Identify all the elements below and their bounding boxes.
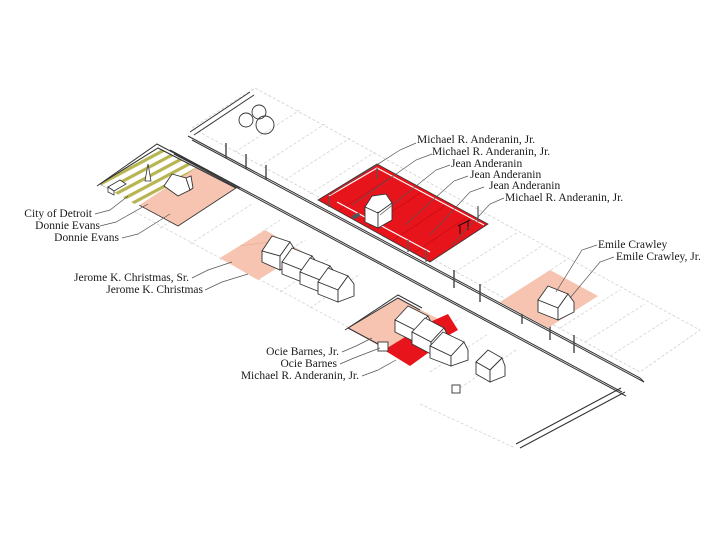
owner-label: Donnie Evans bbox=[35, 220, 100, 232]
owner-label: Jean Anderanin bbox=[470, 169, 541, 181]
crawley-labels: Emile Crawley Emile Crawley, Jr. bbox=[598, 239, 701, 263]
tree-canopy-icon bbox=[238, 104, 275, 135]
owner-label: Michael R. Anderanin, Jr. bbox=[241, 370, 359, 382]
playground-icon bbox=[457, 219, 471, 234]
center-block-labels: Michael R. Anderanin, Jr. Michael R. And… bbox=[417, 134, 623, 204]
owner-label: Michael R. Anderanin, Jr. bbox=[417, 134, 535, 146]
house-icon bbox=[163, 173, 194, 197]
left-corner-labels: City of Detroit Donnie Evans Donnie Evan… bbox=[24, 208, 119, 244]
christmas-parcels bbox=[220, 230, 355, 303]
upper-block bbox=[189, 87, 701, 373]
barnes-labels: Ocie Barnes, Jr. Ocie Barnes Michael R. … bbox=[241, 346, 359, 382]
evans-detroit-parcels bbox=[96, 143, 241, 227]
owner-label: Donnie Evans bbox=[54, 232, 119, 244]
leader-lines bbox=[94, 142, 615, 377]
owner-label: Jean Anderanin bbox=[451, 158, 522, 170]
house-icon bbox=[377, 305, 506, 394]
owner-label: Michael R. Anderanin, Jr. bbox=[432, 146, 550, 158]
house-icon bbox=[261, 235, 355, 303]
owner-label: Emile Crawley bbox=[598, 239, 668, 251]
owner-label: Jean Anderanin bbox=[489, 180, 560, 192]
main-road bbox=[169, 135, 645, 397]
owner-label: City of Detroit bbox=[24, 208, 93, 220]
barnes-parcels bbox=[344, 294, 506, 394]
owner-label: Ocie Barnes, Jr. bbox=[266, 346, 339, 358]
christmas-labels: Jerome K. Christmas, Sr. Jerome K. Chris… bbox=[74, 272, 204, 296]
anderanin-parcels bbox=[317, 163, 489, 263]
utility-pole-icon bbox=[225, 143, 575, 353]
owner-label: Michael R. Anderanin, Jr. bbox=[505, 192, 623, 204]
owner-label: Ocie Barnes bbox=[280, 358, 337, 370]
house-icon bbox=[537, 285, 575, 321]
crawley-parcels bbox=[500, 270, 598, 328]
house-icon bbox=[364, 193, 393, 229]
owner-label: Jerome K. Christmas bbox=[106, 284, 203, 296]
owner-label: Emile Crawley, Jr. bbox=[616, 251, 701, 263]
owner-label: Jerome K. Christmas, Sr. bbox=[74, 272, 189, 284]
